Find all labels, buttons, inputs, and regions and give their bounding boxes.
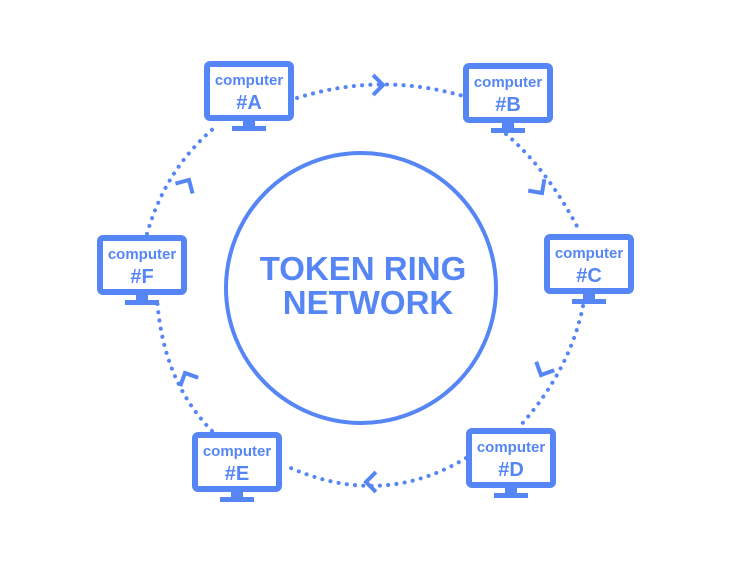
node-label: computer <box>203 443 272 460</box>
arrow-icon <box>174 177 195 195</box>
monitor-stem <box>583 294 595 300</box>
arrow-icon <box>527 178 547 196</box>
arrow-icon <box>534 361 555 378</box>
monitor-base <box>125 300 159 305</box>
monitor-stem <box>505 488 517 494</box>
arrow-icon <box>363 470 378 494</box>
monitor-base <box>220 497 254 502</box>
arrow-icon <box>371 73 386 97</box>
monitor-stem <box>231 492 243 498</box>
central-hub: TOKEN RING NETWORK <box>224 151 498 425</box>
monitor-icon <box>544 234 634 304</box>
computer-node-f: computer #F <box>97 235 187 305</box>
link-d-to-e <box>282 456 468 488</box>
center-title-line-1: TOKEN RING <box>260 250 467 287</box>
center-title-line-2: NETWORK <box>283 284 454 321</box>
monitor-screen <box>466 428 556 488</box>
monitor-screen <box>192 432 282 492</box>
monitor-stem <box>136 295 148 301</box>
monitor-icon <box>192 432 282 502</box>
node-id: #F <box>130 266 153 288</box>
hub-circle <box>224 151 498 425</box>
node-label: computer <box>555 245 624 262</box>
link-c-to-d <box>518 304 585 428</box>
monitor-screen <box>97 235 187 295</box>
node-id: #D <box>498 459 524 481</box>
computer-node-c: computer #C <box>544 234 634 304</box>
monitor-icon <box>204 61 294 131</box>
monitor-base <box>232 126 266 131</box>
monitor-screen <box>204 61 294 121</box>
link-b-to-c <box>504 132 582 234</box>
direction-arrows <box>174 73 555 494</box>
node-id: #A <box>236 92 262 114</box>
monitor-icon <box>466 428 556 498</box>
node-id: #C <box>576 265 602 287</box>
monitor-screen <box>544 234 634 294</box>
computer-node-d: computer #D <box>466 428 556 498</box>
node-id: #E <box>225 463 249 485</box>
monitor-screen <box>463 63 553 123</box>
monitor-icon <box>97 235 187 305</box>
computer-node-e: computer #E <box>192 432 282 502</box>
arrow-icon <box>178 370 199 387</box>
node-label: computer <box>215 72 284 89</box>
monitor-base <box>491 128 525 133</box>
monitor-base <box>494 493 528 498</box>
node-label: computer <box>108 246 177 263</box>
monitor-stem <box>243 121 255 127</box>
monitor-stem <box>502 123 514 129</box>
monitor-base <box>572 299 606 304</box>
node-id: #B <box>495 94 521 116</box>
computer-node-a: computer #A <box>204 61 294 131</box>
node-label: computer <box>477 439 546 456</box>
computer-node-b: computer #B <box>463 63 553 133</box>
monitor-icon <box>463 63 553 133</box>
link-e-to-f <box>155 295 214 433</box>
node-label: computer <box>474 74 543 91</box>
